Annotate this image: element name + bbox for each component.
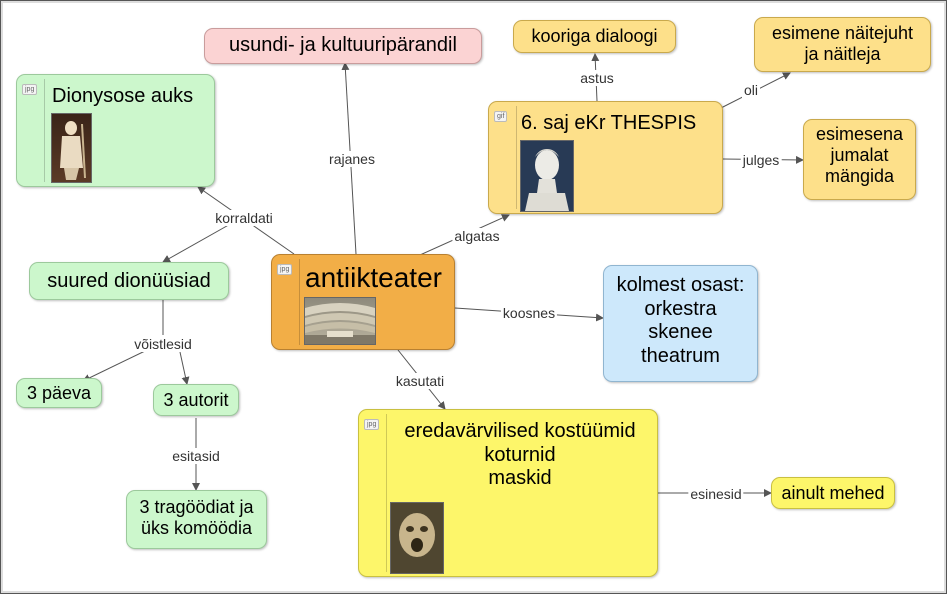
concept-text: kolmest osast: orkestra skenee theatrum <box>616 274 745 367</box>
mask-thumbnail-icon <box>399 513 435 557</box>
concept-antiikteater[interactable]: jpg antiikteater <box>271 254 455 350</box>
thespis-bust-image[interactable] <box>520 140 574 212</box>
concept-text: suured dionüüsiad <box>47 270 211 292</box>
link-label-koosnes: koosnes <box>500 305 558 321</box>
concept-text: 3 päeva <box>26 383 92 403</box>
theatre-mask-image[interactable] <box>390 502 444 574</box>
link-line-voistlesid-paeva <box>82 350 146 382</box>
concept-text: esimesena jumalat mängida <box>815 124 904 187</box>
link-label-oli: oli <box>741 82 761 98</box>
concept-text: 6. saj eKr THESPIS <box>521 112 697 134</box>
concept-text: usundi- ja kultuuripärandil <box>229 34 457 56</box>
link-line-voistlesid-autorit <box>179 351 190 385</box>
concept-kolmest-osast[interactable]: kolmest osast: orkestra skenee theatrum <box>603 265 758 382</box>
concept-kooriga-dialoogi[interactable]: kooriga dialoogi <box>513 20 676 53</box>
link-label-voistlesid: võistlesid <box>132 336 194 352</box>
link-label-korraldati: korraldati <box>213 210 275 226</box>
concept-3-autorit[interactable]: 3 autorit <box>153 384 239 416</box>
concept-dionysose-auks[interactable]: jpg Dionysose auks <box>16 74 215 187</box>
concept-text: 3 tragöödiat ja üks komöödia <box>139 497 254 539</box>
concept-text: kooriga dialoogi <box>531 26 658 46</box>
link-label-rajanes: rajanes <box>327 151 377 167</box>
jpg-attachment-icon[interactable]: jpg <box>364 419 380 430</box>
amphitheatre-thumbnail-icon <box>305 303 375 344</box>
statue-thumbnail-icon <box>60 121 86 180</box>
concept-text: 3 autorit <box>163 390 229 410</box>
resource-sidebar <box>516 106 517 209</box>
link-label-esitasid: esitasid <box>170 448 222 464</box>
link-label-astus: astus <box>578 70 616 86</box>
link-label-julges: julges <box>740 152 782 168</box>
concept-text: ainult mehed <box>781 483 885 503</box>
concept-3-tragoodiat-ja-uks-komoodia[interactable]: 3 tragöödiat ja üks komöödia <box>126 490 267 549</box>
concept-title: antiikteater <box>305 262 442 293</box>
concept-3-paeva[interactable]: 3 päeva <box>16 378 102 408</box>
concept-suured-dionuusiad[interactable]: suured dionüüsiad <box>29 262 229 300</box>
bust-thumbnail-icon <box>525 149 569 211</box>
resource-sidebar <box>299 259 300 345</box>
concept-text: Dionysose auks <box>52 85 194 107</box>
concept-text: esimene näitejuht ja näitleja <box>771 23 914 65</box>
concept-ainult-mehed[interactable]: ainult mehed <box>771 477 895 509</box>
jpg-attachment-icon[interactable]: jpg <box>22 84 38 95</box>
link-label-kasutati: kasutati <box>393 373 447 389</box>
link-label-algatas: algatas <box>452 228 502 244</box>
concept-esimesena-jumalat-mangida[interactable]: esimesena jumalat mängida <box>803 119 916 200</box>
link-label-esinesid: esinesid <box>688 486 744 502</box>
concept-text: eredavärvilised kostüümid koturnid maski… <box>404 420 636 490</box>
amphitheatre-image[interactable] <box>304 297 376 345</box>
concept-kostuumid-koturnid-maskid[interactable]: jpg eredavärvilised kostüümid koturnid m… <box>358 409 658 577</box>
resource-sidebar <box>44 79 45 182</box>
concept-esimene-naitejuht-ja-naitleja[interactable]: esimene näitejuht ja näitleja <box>754 17 931 72</box>
resource-sidebar <box>386 414 387 572</box>
concept-thespis[interactable]: gif 6. saj eKr THESPIS <box>488 101 723 214</box>
dionysus-statue-image[interactable] <box>51 113 92 183</box>
concept-usundi-ja-kultuuriparandil[interactable]: usundi- ja kultuuripärandil <box>204 28 482 64</box>
jpg-attachment-icon[interactable]: jpg <box>277 264 293 275</box>
gif-attachment-icon[interactable]: gif <box>494 111 508 122</box>
